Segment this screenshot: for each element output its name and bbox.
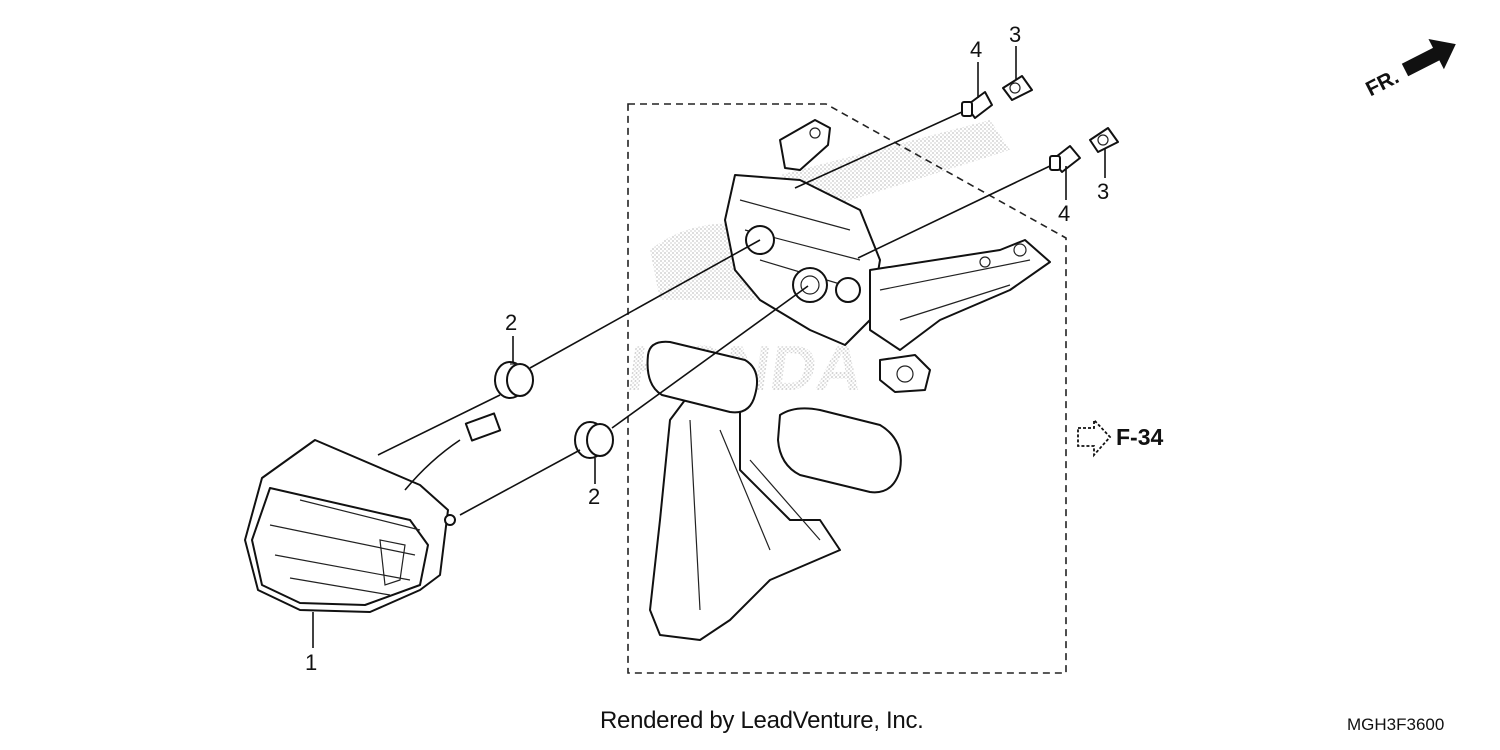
reference-label: F-34: [1116, 424, 1164, 450]
callout-2-upper: 2: [505, 310, 517, 335]
hollow-arrow-icon: [1077, 417, 1112, 458]
assembly-outline-dashed: [627, 103, 1067, 674]
callout-3-lower: 3: [1097, 179, 1109, 204]
grommet-upper: [494, 361, 534, 399]
collar-upper: [961, 91, 993, 119]
grommet-lower: [574, 421, 614, 459]
credit-text: Rendered by LeadVenture, Inc.: [600, 707, 924, 734]
callout-4-upper: 4: [970, 37, 982, 62]
collar-lower: [1049, 145, 1081, 173]
tail-light-unit: [244, 412, 502, 613]
reference-arrow[interactable]: F-34: [1077, 417, 1164, 458]
nut-lower: [1089, 127, 1119, 153]
arrow-right-icon: [1401, 38, 1456, 77]
rear-fender-assembly: [646, 119, 1051, 641]
callout-3-upper: 3: [1009, 22, 1021, 47]
front-direction-indicator: FR.: [1362, 38, 1456, 101]
callout-2-lower: 2: [588, 484, 600, 509]
nut-upper: [1002, 75, 1033, 101]
diagram-code: MGH3F3600: [1347, 715, 1445, 734]
callout-1: 1: [305, 650, 317, 675]
leader-lines: [312, 46, 1106, 648]
callout-4-lower: 4: [1058, 201, 1070, 226]
front-direction-label: FR.: [1362, 65, 1403, 101]
